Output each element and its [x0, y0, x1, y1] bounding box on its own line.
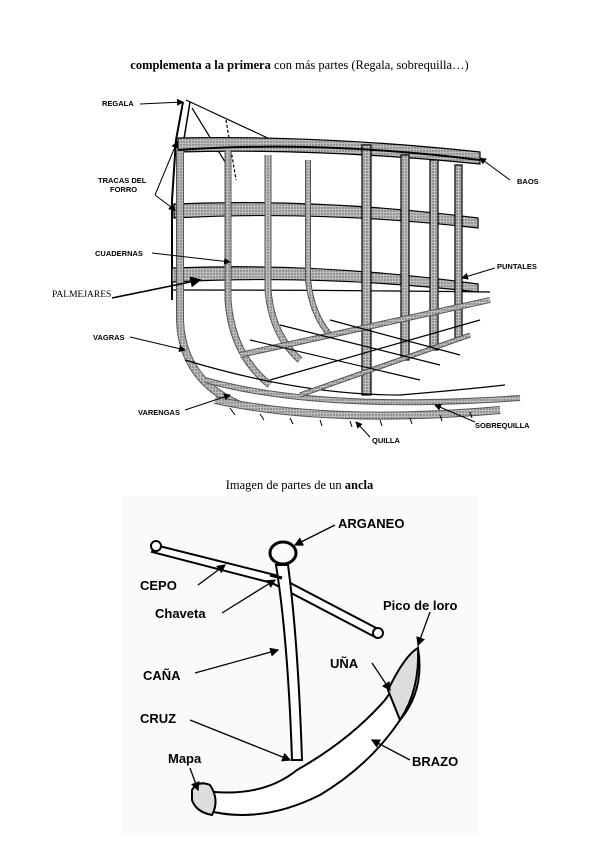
label-cepo: CEPO [140, 578, 177, 593]
label-cuadernas: CUADERNAS [95, 249, 143, 258]
anchor-pointers [189, 524, 431, 792]
label-una: UÑA [330, 656, 359, 671]
label-vagras: VAGRAS [93, 333, 125, 342]
label-cruz: CRUZ [140, 711, 176, 726]
label-regala: REGALA [102, 99, 134, 108]
label-tracas-line2: FORRO [110, 185, 137, 194]
label-arganeo: ARGANEO [338, 516, 404, 531]
label-varengas: VARENGAS [138, 408, 180, 417]
label-palmejares: PALMEJARES [52, 290, 111, 300]
ship-hull-diagram [171, 99, 521, 428]
label-cana: CAÑA [143, 668, 181, 683]
caption-anchor-bold: ancla [344, 478, 374, 492]
caption-anchor-prefix: Imagen de partes de un [225, 478, 345, 492]
caption-anchor: Imagen de partes de un ancla [0, 478, 599, 493]
label-quilla: QUILLA [372, 436, 400, 445]
anchor-diagram [150, 540, 421, 817]
label-sobrequilla: SOBREQUILLA [475, 421, 530, 430]
label-chaveta: Chaveta [155, 606, 206, 621]
caption-ship-bold: complementa a la primera [130, 58, 271, 72]
caption-ship: complementa a la primera con más partes … [0, 58, 599, 73]
label-mapa: Mapa [168, 751, 202, 766]
label-puntales: PUNTALES [497, 262, 537, 271]
label-baos: BAOS [517, 177, 539, 186]
ship-pointers [111, 98, 511, 438]
caption-ship-rest: con más partes (Regala, sobrequilla…) [270, 58, 469, 72]
label-brazo: BRAZO [412, 754, 458, 769]
label-tracas-line1: TRACAS DEL [98, 176, 147, 185]
label-pico-de-loro: Pico de loro [383, 598, 457, 613]
